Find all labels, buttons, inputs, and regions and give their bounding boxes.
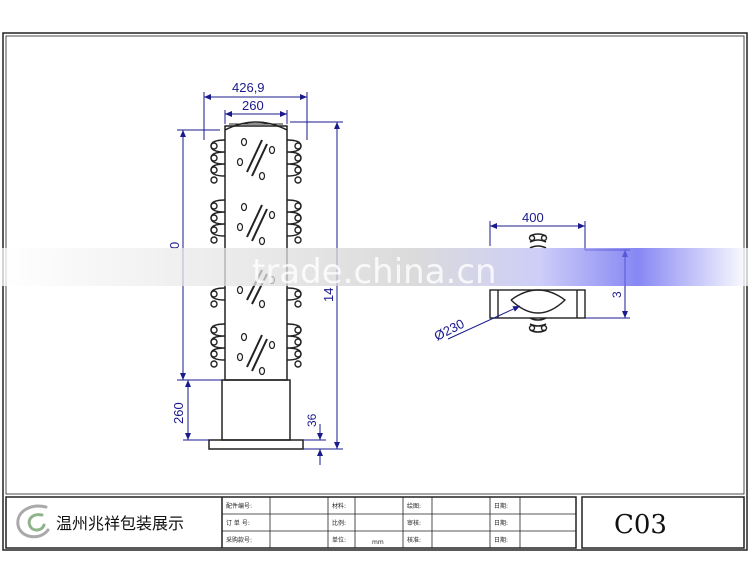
drawing-code: C03	[614, 510, 667, 540]
dim-base-height: 260	[171, 402, 186, 424]
label-part-no: 配件编号:	[226, 502, 252, 510]
label-material: 材料:	[332, 502, 346, 510]
dim-body-width: 260	[242, 98, 264, 113]
top-view	[489, 233, 586, 333]
dim-top-width: 400	[522, 210, 544, 225]
label-date-2: 日期:	[494, 519, 508, 527]
column-cap	[224, 121, 288, 131]
left-hooks	[210, 139, 226, 368]
dim-total-height: 14	[321, 288, 336, 302]
column-base	[221, 379, 291, 441]
base-plate	[208, 439, 304, 450]
right-hooks	[286, 139, 302, 368]
dim-plate-height: 36	[305, 413, 319, 427]
company-logo-icon	[16, 504, 50, 539]
label-check: 核准:	[407, 536, 421, 544]
top-view-body	[489, 289, 586, 319]
unit-value: mm	[372, 539, 384, 546]
label-review: 审核:	[407, 519, 421, 527]
label-purchase-no: 采购款号:	[226, 536, 252, 544]
company-name: 温州兆祥包装展示	[56, 514, 184, 533]
label-date-3: 日期:	[494, 536, 508, 544]
label-drawn: 绘图:	[407, 502, 421, 510]
top-view-circle	[510, 289, 567, 314]
dim-top-diameter: Ø230	[432, 316, 467, 344]
watermark-text: trade.china.cn	[252, 252, 497, 292]
drawing-frame	[2, 32, 748, 551]
label-date-1: 日期:	[494, 502, 508, 510]
label-order-no: 订 单 号:	[226, 519, 250, 527]
watermark-band	[0, 248, 750, 286]
dim-top-side: 3	[610, 291, 624, 298]
dim-total-width: 426,9	[232, 80, 265, 95]
title-block	[5, 496, 745, 549]
label-scale: 比例:	[332, 519, 346, 527]
dim-column-height: 0	[167, 242, 182, 249]
label-unit: 单位:	[332, 536, 346, 544]
